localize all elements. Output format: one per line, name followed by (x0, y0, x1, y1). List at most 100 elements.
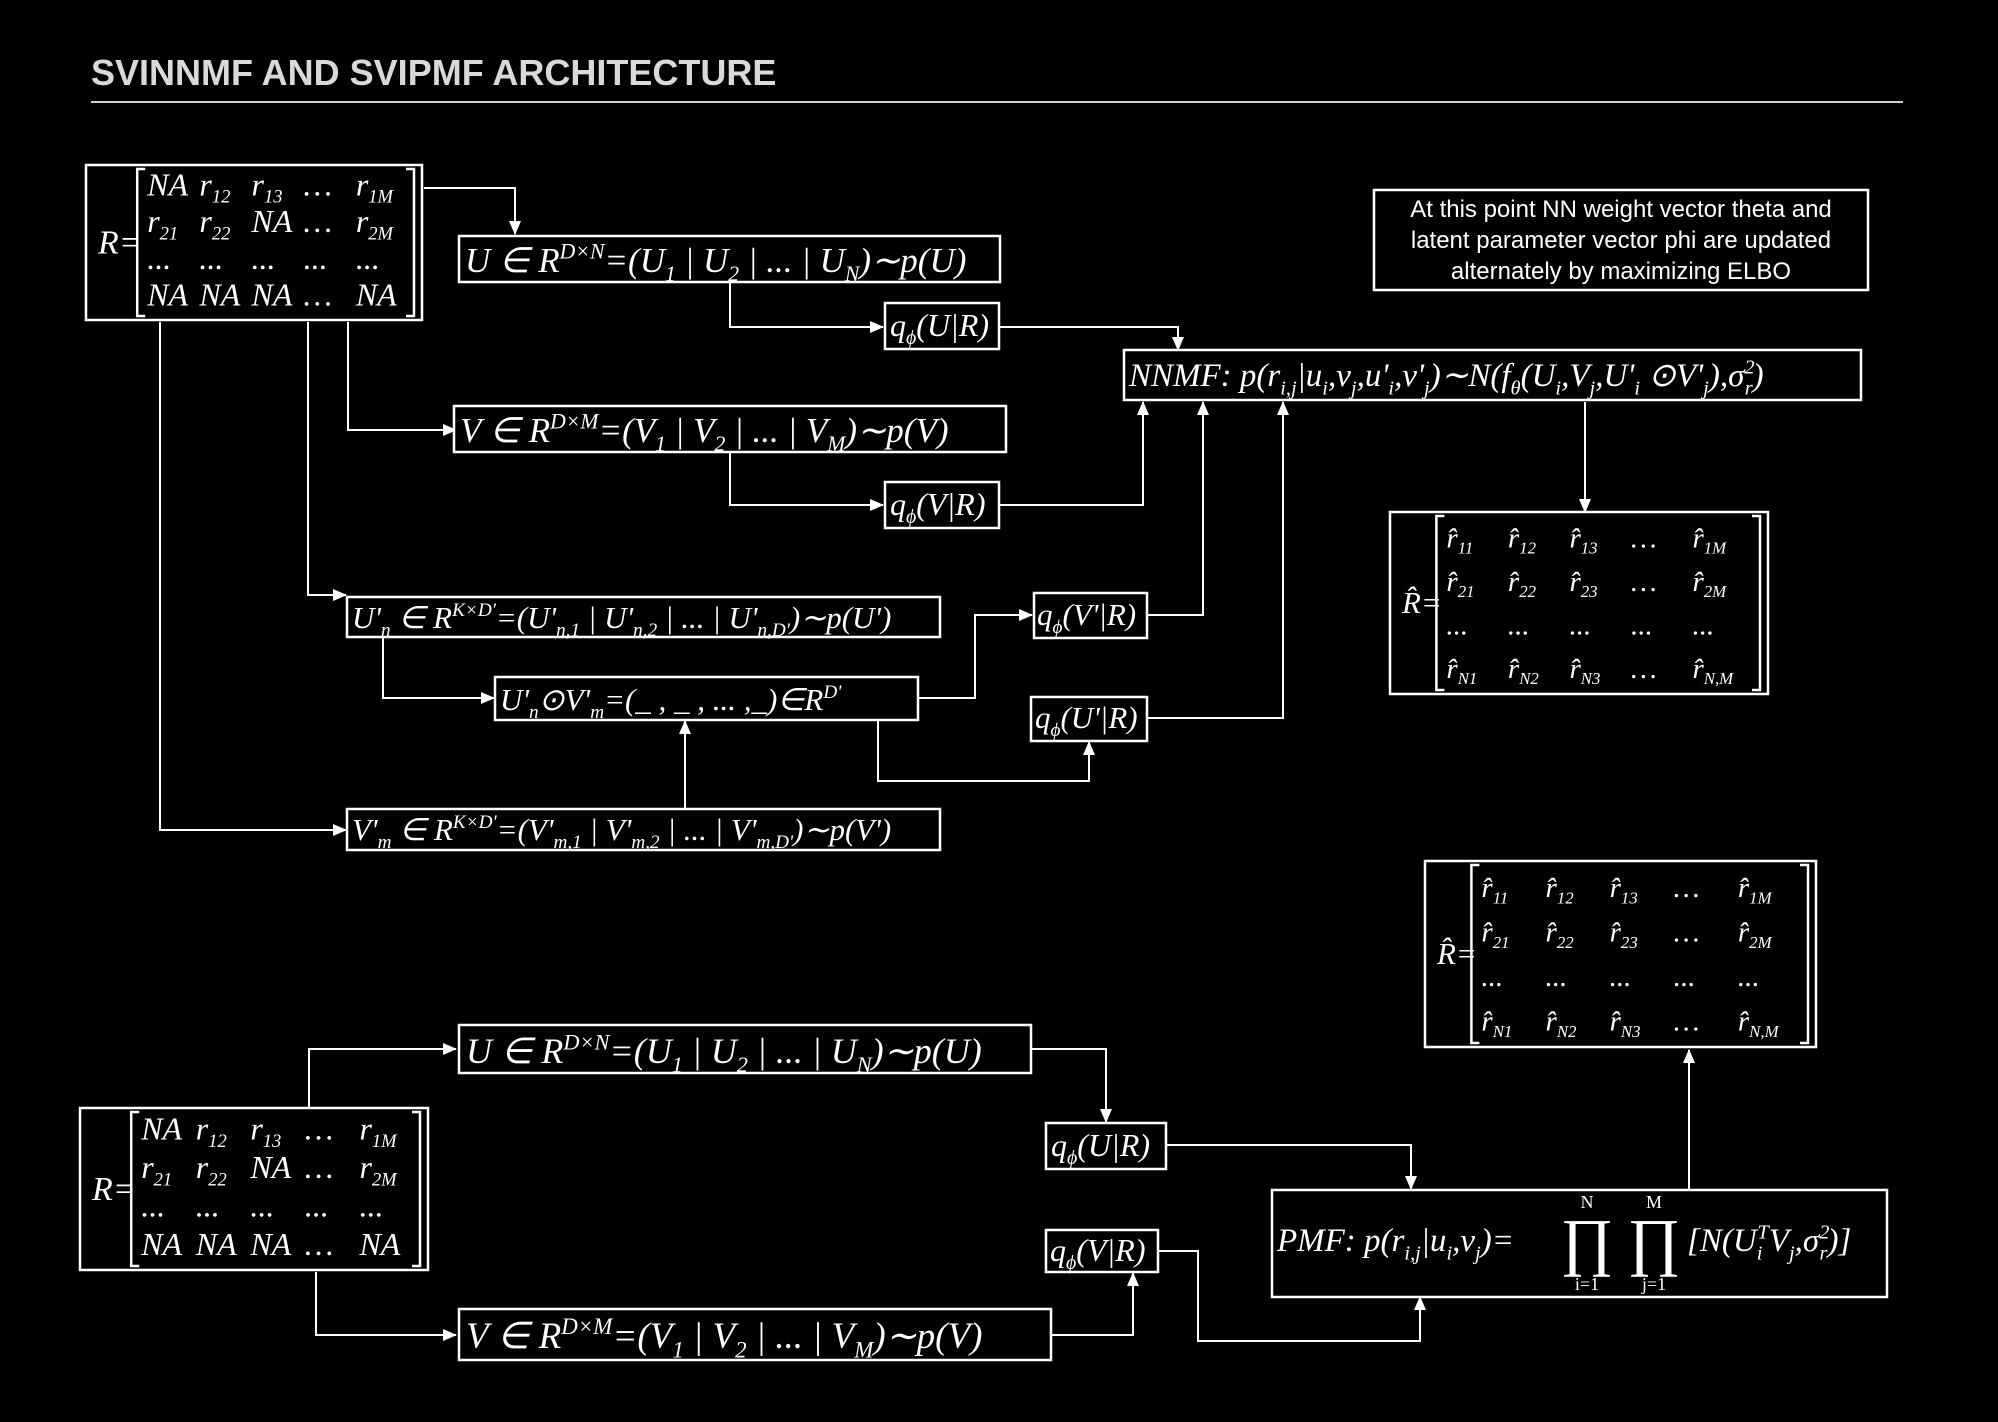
formula-part: m,D' (757, 832, 795, 853)
matrix-cell: NA (195, 1226, 237, 1262)
matrix-cell: ... (147, 240, 171, 276)
prod-i-lower: i=1 (1575, 1274, 1599, 1294)
formula-part: r (1745, 377, 1754, 399)
matrix-cell: ... (1674, 961, 1696, 993)
matrix-cell: r̂21 (1481, 917, 1509, 952)
formula-part: i (1634, 377, 1640, 399)
pmf-box: PMF: p(ri,j|ui,vj)= N ∏ i=1 M ∏ j=1 [N(U… (1270, 1188, 1889, 1299)
arrow-qu-to-nnmf (1000, 326, 1184, 351)
formula-part: | ... | V (747, 1316, 859, 1357)
formula-part: NNMF: p(r (1128, 358, 1280, 394)
matrix-cell: … (1674, 872, 1700, 904)
formula-part: 2 (1819, 1221, 1829, 1243)
matrix-cell: ... (305, 1188, 329, 1224)
formula-part: i (1757, 1242, 1763, 1264)
u-prior-formula-2: U ∈ RD×N=(U1 | U2 | ... | UN)∼p(U) (466, 1029, 982, 1077)
formula-part: ϕ (1066, 1252, 1076, 1274)
matrix-cell: r1M (356, 166, 395, 207)
matrix-label: R= (91, 1171, 136, 1208)
qv-formula-2: qϕ(V|R) (1050, 1232, 1145, 1274)
formula-part: 1 (672, 1052, 683, 1077)
matrix-cell: r̂N1 (1481, 1006, 1512, 1041)
formula-part: M (826, 432, 847, 456)
formula-part: ϕ (1051, 720, 1061, 741)
matrix-label: R= (97, 225, 142, 262)
formula-part: U ∈ R (465, 241, 560, 280)
formula-part: )∼p(U) (857, 241, 966, 280)
v-prior-formula-2: V ∈ RD×M=(V1 | V2 | ... | VM)∼p(V) (466, 1314, 982, 1362)
formula-part: j (1348, 377, 1357, 399)
arrow-u-prior2-to-qu (1032, 1048, 1112, 1123)
matrix-cell: r̂1M (1738, 872, 1773, 907)
formula-part: D' (822, 682, 842, 703)
product-operator-j: M ∏ j=1 (1628, 1192, 1681, 1294)
formula-part: |u (1297, 358, 1323, 394)
matrix-cell: r2M (356, 203, 395, 244)
qup-formula: qϕ(U'|R) (1035, 700, 1138, 741)
arrow-qu2-to-pmf (1167, 1144, 1417, 1190)
arrow-hadamard-to-qvp (919, 609, 1033, 699)
formula-part: | V (684, 1316, 740, 1357)
formula-part: (V|R) (1076, 1232, 1145, 1268)
matrix-cell: r̂2M (1692, 566, 1727, 601)
matrix-label: R̂= (1401, 585, 1442, 620)
formula-part: | ... | U (748, 1031, 859, 1071)
formula-part: =(V' (497, 812, 555, 847)
matrix-cell: NA (198, 277, 240, 313)
formula-part: D×N (559, 240, 606, 264)
formula-part: i (1388, 377, 1394, 399)
formula-part: (V'|R) (1062, 597, 1136, 632)
formula-part: | U (676, 241, 731, 280)
formula-part: r (1820, 1242, 1829, 1264)
formula-part: ϕ (906, 327, 916, 349)
matrix-cell: r̂11 (1446, 522, 1473, 557)
formula-part: ,v' (1394, 358, 1425, 394)
matrix-cell: … (304, 203, 332, 239)
formula-part: D×M (560, 1314, 614, 1339)
arrow-v-prior2-to-qv (1052, 1272, 1139, 1336)
formula-part: q (1050, 1232, 1066, 1268)
matrix-brackets (1470, 863, 1810, 1045)
matrix-cell: r̂12 (1546, 872, 1575, 907)
formula-part: | U' (580, 600, 634, 635)
matrix-cell: r2M (359, 1149, 398, 1190)
u-prior-box-2: U ∈ RD×N=(U1 | U2 | ... | UN)∼p(U) (457, 1023, 1033, 1077)
formula-part: )∼p(U) (870, 1031, 982, 1071)
formula-part: (V|R) (916, 486, 985, 522)
formula-part: j (1700, 377, 1709, 399)
formula-part: ϕ (1053, 617, 1063, 638)
page-title: SVINNMF AND SVIPMF ARCHITECTURE (91, 52, 777, 93)
formula-part: V ∈ R (460, 411, 550, 450)
formula-part: n,D' (758, 620, 791, 641)
formula-part: i,j (1280, 377, 1297, 399)
formula-part: ϕ (906, 506, 916, 528)
formula-part: [N(U (1687, 1223, 1759, 1259)
nnmf-box: NNMF: p(ri,j|ui,vj,u'i,v'j)∼N(fθ(Ui,Vj,U… (1122, 348, 1863, 402)
qu-formula: qϕ(U|R) (890, 307, 989, 349)
matrix-cell: NA (146, 166, 188, 202)
formula-part: m,2 (631, 832, 660, 853)
matrix-brackets (135, 167, 416, 318)
note-line-2: latent parameter vector phi are updated (1411, 227, 1831, 254)
matrix-cell: ... (196, 1188, 220, 1224)
hadamard-formula: U'n⊙V'm=(_ , _ , ... ,_)∈RD' (500, 682, 842, 723)
matrix-cell: ... (1610, 961, 1632, 993)
matrix-cell: ... (1508, 609, 1530, 641)
matrix-cell: … (1631, 566, 1657, 598)
v-prior-box-2: V ∈ RD×M=(V1 | V2 | ... | VM)∼p(V) (457, 1307, 1053, 1362)
matrix-cell: ... (1569, 609, 1591, 641)
formula-part: ,v (1452, 1223, 1475, 1259)
arrow-v-prior-to-qv (729, 453, 884, 511)
formula-part: T (1757, 1221, 1770, 1243)
matrix-cell: r22 (199, 203, 230, 244)
formula-part: )∼p(U') (788, 600, 891, 635)
connectors-bottom (308, 1043, 1695, 1342)
formula-part: 2 (737, 1052, 748, 1077)
matrix-cell: ... (252, 240, 276, 276)
formula-part: M (853, 1337, 875, 1362)
matrix-cell: r̂13 (1610, 872, 1638, 907)
formula-part: V ∈ R (466, 1316, 561, 1357)
